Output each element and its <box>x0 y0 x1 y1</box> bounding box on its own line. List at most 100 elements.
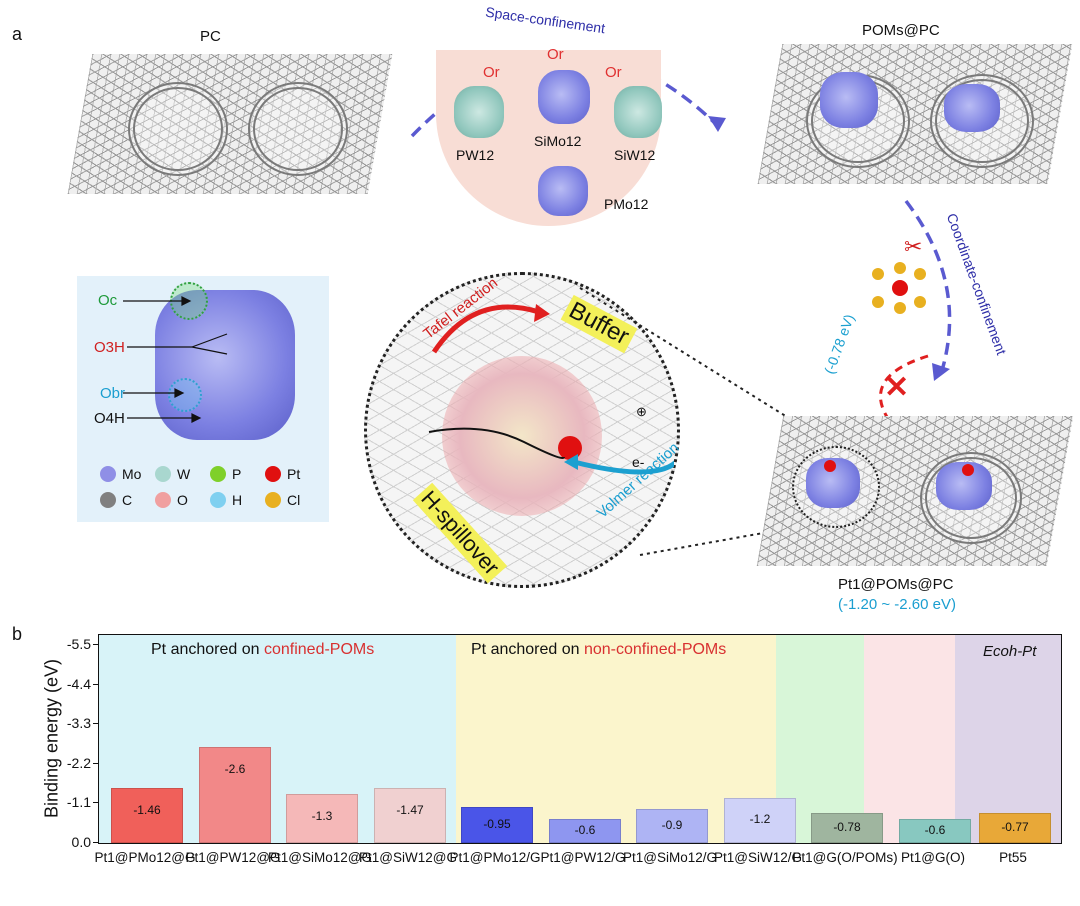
bar-value-label: -1.46 <box>133 803 161 818</box>
poms-pc-cluster-right <box>944 84 1000 132</box>
mechanism-arrows <box>428 304 674 475</box>
y-tick-label: -2.2 <box>66 754 91 771</box>
y-tick-label: -3.3 <box>66 715 91 732</box>
bar-value-label: -1.3 <box>311 809 333 824</box>
panel-a-letter: a <box>12 24 23 44</box>
pt-atom-right <box>962 464 974 476</box>
legend-symbol: Mo <box>122 466 142 482</box>
x-tick-label: Pt1@PW12/G <box>540 850 626 865</box>
siw12-cluster <box>614 86 662 138</box>
legend-swatch-cl <box>265 492 281 508</box>
group-confined-title: Pt anchored on confined-POMs <box>151 641 374 659</box>
y-tick-label: -1.1 <box>66 794 91 811</box>
y-tick <box>93 762 99 764</box>
binding-energy-chart: Pt anchored on confined-POMs Pt anchored… <box>67 634 1062 850</box>
x-tick-label: Pt1@G(O/POMs) <box>792 850 898 865</box>
x-tick-label: Pt1@PMo12/G <box>449 850 541 865</box>
pmo12-label: PMo12 <box>604 196 649 212</box>
pw12-cluster <box>454 86 504 138</box>
y-tick-label: -4.4 <box>66 675 91 692</box>
pt1-poms-pc-energy: (-1.20 ~ -2.60 eV) <box>838 596 956 613</box>
legend-swatch-w <box>155 466 171 482</box>
bar-9: -0.78 <box>811 812 883 843</box>
legend-swatch-mo <box>100 466 116 482</box>
pc-pore-right <box>248 82 348 176</box>
central-pom-model <box>442 356 602 516</box>
legend-symbol: Cl <box>287 492 301 508</box>
poms-pc-cluster-left <box>820 72 878 128</box>
bar-value-label: -0.77 <box>1001 820 1029 835</box>
proton-plus-label: ⊕ <box>636 404 647 419</box>
o3h-label: O3H <box>94 339 125 356</box>
pw12-label: PW12 <box>456 147 495 163</box>
x-tick-label: Pt1@SiMo12/G <box>623 850 717 865</box>
y-tick <box>93 842 99 843</box>
legend-swatch-c <box>100 492 116 508</box>
legend-swatch-o <box>155 492 171 508</box>
legend-symbol: P <box>232 466 242 482</box>
legend-symbol: O <box>177 492 188 508</box>
y-tick <box>93 723 99 725</box>
legend-element-h: H <box>210 492 242 508</box>
electron-label: e- <box>632 454 645 470</box>
bar-4: -1.47 <box>374 788 446 843</box>
bar-value-label: -0.78 <box>833 819 861 834</box>
bg-g-o <box>864 635 955 843</box>
coordinate-confinement-arc <box>904 199 952 381</box>
y-tick <box>93 683 99 685</box>
legend-symbol: W <box>177 466 191 482</box>
or-label-middle: Or <box>547 46 564 63</box>
bar-3: -1.3 <box>286 794 358 843</box>
siw12-label: SiW12 <box>614 147 656 163</box>
pt1-poms-pc-label: Pt1@POMs@PC <box>838 576 954 593</box>
legend-symbol: Pt <box>287 466 301 482</box>
legend-swatch-p <box>210 466 226 482</box>
legend-symbol: C <box>122 492 133 508</box>
group-confined-prefix: Pt anchored on <box>151 641 264 658</box>
y-tick <box>93 802 99 804</box>
bar-8: -1.2 <box>724 797 796 843</box>
bar-value-label: -0.9 <box>661 817 683 832</box>
obr-label: Obr <box>100 385 126 402</box>
simo12-cluster <box>538 70 590 124</box>
legend-element-w: W <box>155 466 190 482</box>
y-tick <box>93 644 99 645</box>
pt-atom-left <box>824 460 836 472</box>
or-label-left: Or <box>483 64 500 81</box>
bar-value-label: -2.6 <box>224 762 246 777</box>
legend-element-pt: Pt <box>265 466 300 482</box>
bar-value-label: -0.6 <box>924 823 946 838</box>
x-tick-label: Pt1@PW12@G <box>185 850 281 865</box>
legend-element-o: O <box>155 492 188 508</box>
legend-symbol: H <box>232 492 243 508</box>
legend-element-c: C <box>100 492 132 508</box>
x-tick-label: Pt1@SiW12@G <box>359 850 457 865</box>
x-tick-label: Pt1@SiMo12@G <box>268 850 372 865</box>
pc-pore-left <box>128 82 228 176</box>
ecoh-pt-label: Ecoh-Pt <box>983 643 1037 660</box>
bar-1: -1.46 <box>111 788 183 843</box>
x-tick-label: Pt1@G(O) <box>901 850 965 865</box>
group-nonconfined-prefix: Pt anchored on <box>471 641 584 658</box>
or-label-right: Or <box>605 64 622 81</box>
bar-6: -0.6 <box>549 819 621 843</box>
o4h-label: O4H <box>94 410 125 427</box>
y-tick-label: 0.0 <box>71 834 91 850</box>
legend-pointer-arrows <box>123 296 228 423</box>
x-tick-label: Pt1@SiW12/G <box>714 850 802 865</box>
oc-label: Oc <box>98 292 118 309</box>
group-nonconfined-title: Pt anchored on non-confined-POMs <box>471 641 726 659</box>
obr-site-marker <box>168 378 202 412</box>
pc-label: PC <box>200 28 221 45</box>
bar-7: -0.9 <box>636 808 708 843</box>
group-confined-highlight: confined-POMs <box>263 641 375 658</box>
blocked-pathway-arc <box>879 354 929 436</box>
scissors-icon: ✂ <box>904 234 923 259</box>
poms-pc-label: POMs@PC <box>862 22 940 39</box>
bar-value-label: -0.6 <box>574 823 596 838</box>
legend-element-p: P <box>210 466 241 482</box>
legend-swatch-pt <box>265 466 281 482</box>
panel-b-letter: b <box>12 624 23 644</box>
